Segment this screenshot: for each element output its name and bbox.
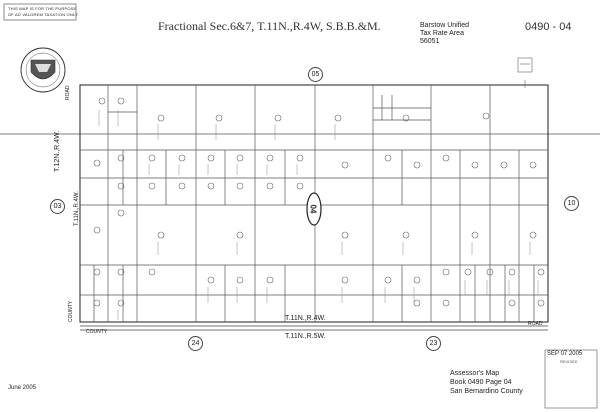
center-page-label: 04 (308, 204, 318, 214)
map-title: Fractional Sec.6&7, T.11N.,R.4W, S.B.B.&… (158, 19, 381, 33)
assessor-map-label: Assessor's Map (450, 370, 500, 377)
map-boundary (79, 84, 549, 323)
neighbor-sheet-top: 05 (308, 67, 323, 82)
parcel-number-ovals (93, 97, 545, 307)
date-stamp: SEP 07 2005 (547, 351, 583, 357)
disclaimer-box (3, 3, 77, 21)
disclaimer-line-2: OF AD VALOREM TAXATION ONLY. (8, 12, 79, 17)
township-label-bottom-upper: T.11N.,R.4W. (285, 315, 326, 322)
county-label-left: COUNTY (68, 300, 74, 322)
county-seal (20, 47, 66, 93)
township-label-bottom-lower: T.11N.,R.5W. (285, 333, 326, 340)
neighbor-sheet-bottom-right: 23 (426, 336, 441, 351)
tax-area-number: 56051 (420, 38, 440, 45)
corner-stamp: REVISED (560, 359, 578, 364)
tax-area-district: Barstow Unified (420, 22, 470, 29)
stamp-box (544, 349, 598, 409)
parcel-lines-horizontal (80, 107, 548, 296)
county-label-bottom: COUNTY (86, 329, 108, 335)
road-label-left: ROAD (65, 85, 71, 100)
township-label-left-lower: T.11N.,R.4W. (74, 191, 80, 226)
parcel-lines-vertical (93, 85, 535, 322)
book-page-code: 0490 - 04 (525, 21, 572, 33)
neighbor-sheet-left: 03 (50, 199, 65, 214)
tax-area-label: Tax Rate Area (420, 30, 464, 37)
township-label-left-upper: T.12N.,R.4W. (54, 130, 61, 172)
road-label-bottom: ROAD (528, 321, 543, 327)
acreage-annotations (93, 110, 539, 320)
assessor-county: San Bernardino County (450, 388, 523, 395)
neighbor-sheet-right: 10 (564, 196, 579, 211)
footer-date: June 2005 (8, 385, 37, 391)
assessor-book-page: Book 0490 Page 04 (450, 379, 512, 386)
corner-parcel-marks (517, 57, 533, 88)
neighbor-sheet-bottom-left: 24 (188, 336, 203, 351)
disclaimer-line-1: THIS MAP IS FOR THE PURPOSE (8, 6, 77, 11)
center-page-ellipse (306, 192, 322, 226)
